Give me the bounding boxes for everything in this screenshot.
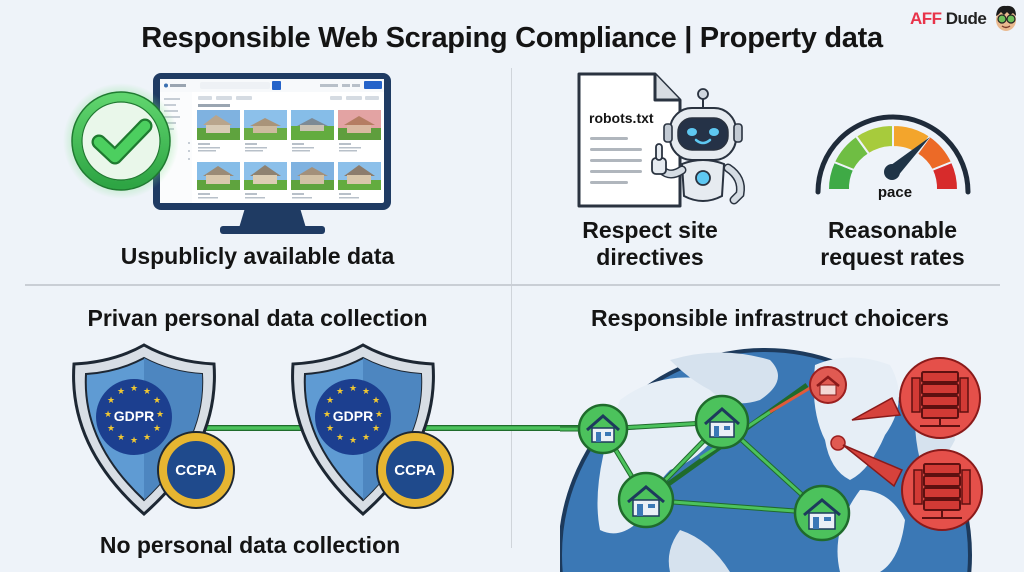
globe-icon <box>560 348 983 572</box>
caption-line: request rates <box>820 244 965 270</box>
svg-text:★: ★ <box>372 423 380 433</box>
svg-text:★: ★ <box>117 386 125 396</box>
svg-text:★: ★ <box>372 395 380 405</box>
horizontal-divider <box>25 284 1000 286</box>
gdpr-text: GDPR <box>114 408 154 424</box>
caption-line: Respect site <box>582 217 718 243</box>
heading-personal-data: Privan personal data collection <box>87 305 428 331</box>
house-node-icon <box>694 394 750 450</box>
svg-text:★: ★ <box>349 383 357 393</box>
svg-text:★: ★ <box>336 386 344 396</box>
heading-infrastructure: Responsible infrastruct choicers <box>591 305 949 331</box>
speedometer-gauge-icon <box>815 114 971 195</box>
house-node-icon <box>809 366 847 404</box>
robot-icon <box>651 88 745 205</box>
caption-line: directives <box>596 244 704 270</box>
caption-no-personal-data: No personal data collection <box>99 532 401 558</box>
svg-text:★: ★ <box>375 409 383 419</box>
svg-text:★: ★ <box>107 395 115 405</box>
svg-text:★: ★ <box>117 432 125 442</box>
svg-text:★: ★ <box>104 409 112 419</box>
server-rack-icon <box>842 444 983 531</box>
vertical-divider <box>511 68 512 548</box>
brand-logo[interactable]: AFF Dude <box>910 9 987 29</box>
caption-site-directives: Respect site directives <box>560 217 740 271</box>
shield-icon: ★★★★ ★★★★ ★★★★ GDPR CCPA <box>72 343 235 517</box>
svg-text:★: ★ <box>362 386 370 396</box>
caption-line: Reasonable <box>827 217 958 243</box>
svg-text:★: ★ <box>143 432 151 442</box>
brand-dude: Dude <box>945 9 987 28</box>
svg-text:★: ★ <box>143 386 151 396</box>
brand-aff: AFF <box>910 9 942 28</box>
server-rack-icon <box>851 357 981 439</box>
svg-text:★: ★ <box>323 409 331 419</box>
page-title: Responsible Web Scraping Compliance | Pr… <box>141 22 883 54</box>
ccpa-text: CCPA <box>394 462 436 479</box>
house-node-icon <box>577 403 629 455</box>
svg-text:★: ★ <box>156 409 164 419</box>
house-node-icon <box>617 471 675 529</box>
svg-text:★: ★ <box>349 435 357 445</box>
shield-icon: ★★★★ ★★★★ ★★★★ GDPR CCPA <box>291 343 454 517</box>
svg-text:★: ★ <box>130 383 138 393</box>
svg-text:★: ★ <box>326 395 334 405</box>
cartoon-face-avatar-icon <box>996 5 1016 31</box>
check-circle-icon <box>63 83 179 199</box>
gdpr-text: GDPR <box>333 408 373 424</box>
svg-text:★: ★ <box>362 432 370 442</box>
svg-text:★: ★ <box>153 423 161 433</box>
caption-request-rates: Reasonable request rates <box>800 217 985 271</box>
ccpa-text: CCPA <box>175 462 217 479</box>
svg-text:★: ★ <box>107 423 115 433</box>
svg-text:★: ★ <box>153 395 161 405</box>
robots-file-label: robots.txt <box>589 110 654 126</box>
gauge-label: pace <box>877 184 913 201</box>
svg-text:★: ★ <box>336 432 344 442</box>
svg-text:★: ★ <box>326 423 334 433</box>
caption-public-data: Uspublicly available data <box>120 243 395 269</box>
svg-text:★: ★ <box>130 435 138 445</box>
monitor-icon <box>153 73 391 234</box>
house-node-icon <box>793 484 851 542</box>
